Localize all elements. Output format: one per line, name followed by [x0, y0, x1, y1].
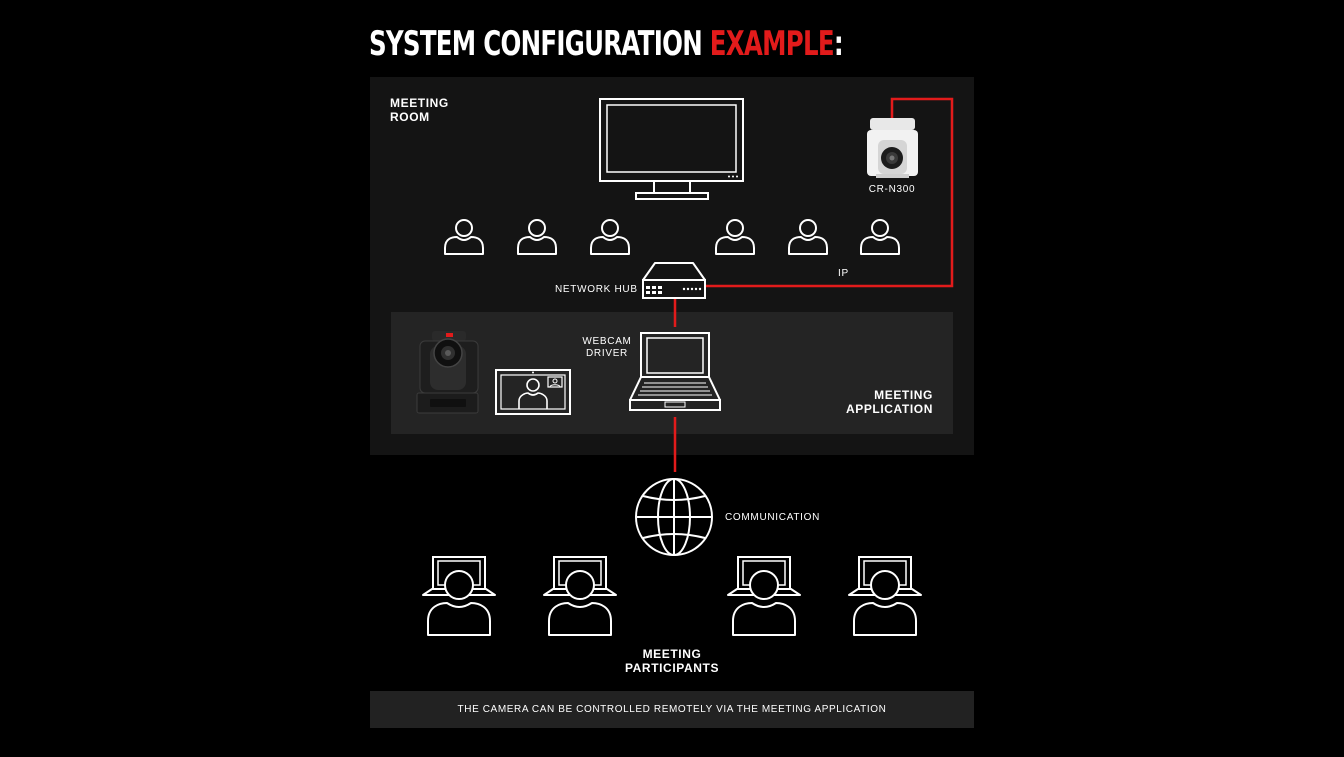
video-call-screen-icon	[495, 369, 571, 415]
camera-model-label: CR-N300	[868, 184, 916, 195]
display-monitor-icon	[599, 98, 744, 200]
ip-link-line	[706, 97, 954, 288]
participant-laptop-icon	[422, 556, 496, 636]
person-icon	[444, 219, 484, 255]
page-title: SYSTEM CONFIGURATION EXAMPLE:	[369, 24, 844, 64]
ip-label: IP	[838, 268, 849, 279]
communication-label: COMMUNICATION	[725, 512, 821, 523]
network-hub-icon	[642, 262, 706, 299]
ptz-camera-icon	[867, 118, 918, 178]
footer-note: THE CAMERA CAN BE CONTROLLED REMOTELY VI…	[370, 691, 974, 728]
participant-laptop-icon	[848, 556, 922, 636]
laptop-icon	[629, 332, 721, 411]
title-accent: EXAMPLE	[709, 24, 835, 64]
globe-icon	[635, 478, 713, 556]
person-icon	[788, 219, 828, 255]
ptz-camera-icon	[416, 331, 479, 414]
participant-laptop-icon	[543, 556, 617, 636]
network-hub-label: NETWORK HUB	[555, 284, 638, 295]
person-icon	[590, 219, 630, 255]
participant-laptop-icon	[727, 556, 801, 636]
person-icon	[517, 219, 557, 255]
person-icon	[715, 219, 755, 255]
person-icon	[860, 219, 900, 255]
